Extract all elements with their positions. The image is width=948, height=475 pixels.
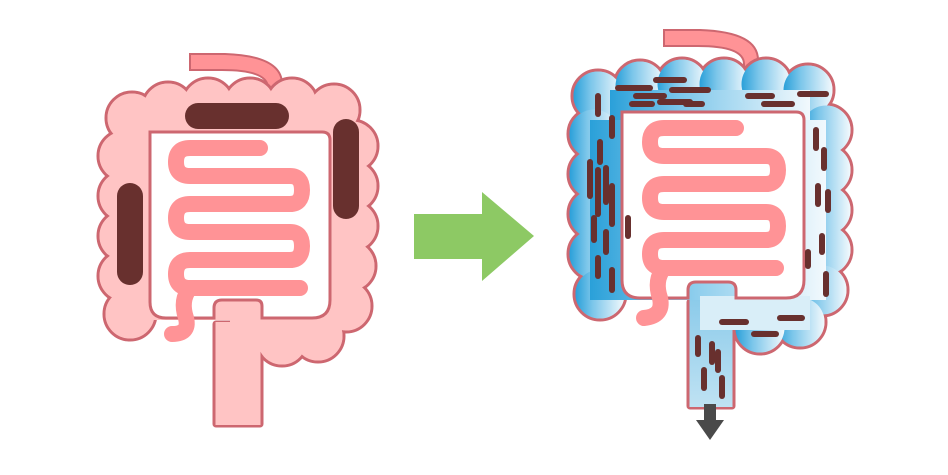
- stool-deposits: [117, 103, 359, 285]
- down-arrow-icon: [696, 404, 724, 440]
- right-arrow-icon: [414, 192, 534, 281]
- small-intestine-after: [636, 120, 786, 326]
- colon-with-stool-icon: [96, 53, 380, 428]
- stool-fragments: [587, 77, 831, 399]
- small-intestine: [164, 140, 310, 342]
- colon-flushed-with-water-icon: [566, 29, 854, 440]
